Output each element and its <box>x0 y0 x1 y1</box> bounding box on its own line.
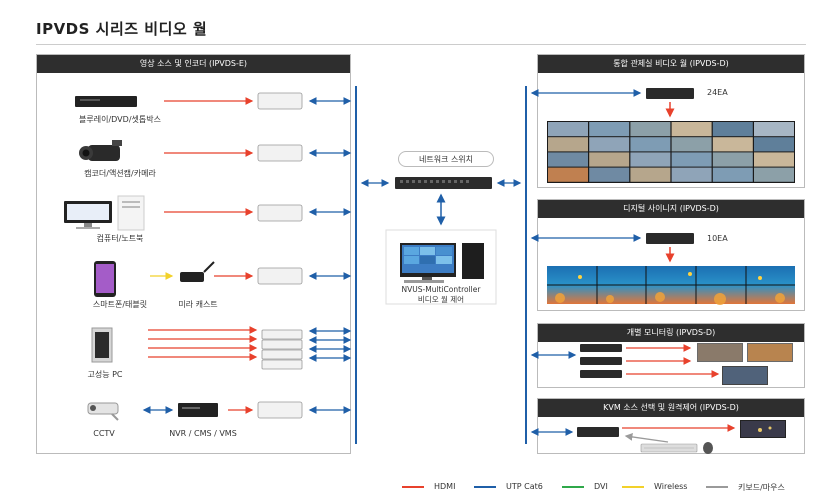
encoder-6 <box>257 401 303 419</box>
source-icons <box>64 96 218 421</box>
encoder-1 <box>257 92 303 110</box>
video-wall-tile <box>630 122 671 137</box>
individual-monitors <box>697 343 793 385</box>
video-wall-tile <box>754 167 794 182</box>
encoder-2 <box>257 144 303 162</box>
legend-keyboard-mouse: 키보드/마우스 <box>738 483 785 492</box>
video-wall-tile <box>671 152 712 167</box>
legend-utp: UTP Cat6 <box>506 482 543 491</box>
video-wall-tile <box>712 167 753 182</box>
legend-hdmi: HDMI <box>434 482 456 491</box>
signage-panel-title: 디지털 사이니지 (IPVDS-D) <box>538 200 804 218</box>
source-label-computer: 컴퓨터/노트북 <box>96 234 144 243</box>
video-wall-tile <box>754 122 794 137</box>
mirror-cast-label: 미라 캐스트 <box>178 300 218 309</box>
camcorder-icon <box>79 140 122 161</box>
decoder-kvm <box>577 427 619 437</box>
video-wall-tile <box>589 122 630 137</box>
digital-signage-wall <box>547 266 795 305</box>
decoder-devices <box>577 88 694 437</box>
kvm-monitor <box>740 420 786 438</box>
controller-workstation-icon <box>400 243 484 283</box>
decoder-signage <box>646 233 694 244</box>
computer-icon <box>64 195 145 231</box>
video-wall-tile <box>589 167 630 182</box>
controller-label-line1: NVUS-MultiController <box>401 285 481 294</box>
video-wall-tile <box>630 137 671 152</box>
bluray-player-icon <box>75 96 137 107</box>
video-wall-tile <box>671 122 712 137</box>
decoder-monitor-2 <box>580 357 622 365</box>
video-wall-tile <box>548 167 588 182</box>
video-wall-tile <box>589 137 630 152</box>
nvr-label: NVR / CMS / VMS <box>169 429 237 438</box>
encoder-5b <box>261 339 303 350</box>
encoder-devices <box>257 92 303 419</box>
video-wall-tile <box>671 137 712 152</box>
miracast-dongle-icon <box>180 261 215 282</box>
video-wall-tile <box>671 167 712 182</box>
page-title: IPVDS 시리즈 비디오 월 <box>36 20 208 38</box>
video-wall-tile <box>630 167 671 182</box>
network-switch-label: 네트워크 스위치 <box>398 151 494 167</box>
video-wall-tile <box>712 137 753 152</box>
video-wall-tile <box>589 152 630 167</box>
source-label-bluray: 블루레이/DVD/셋톱박스 <box>79 115 161 124</box>
encoder-utp-connections <box>308 97 352 414</box>
hdmi-connections <box>148 97 258 414</box>
tower-pc-icon <box>91 327 113 363</box>
source-label-cctv: CCTV <box>93 429 115 438</box>
smartphone-icon <box>94 261 116 297</box>
kvm-panel-title: KVM 소스 선택 및 원격제어 (IPVDS-D) <box>538 399 804 417</box>
title-divider <box>36 44 806 45</box>
legend-wireless: Wireless <box>654 482 688 491</box>
control-room-panel-title: 통합 관제실 비디오 월 (IPVDS-D) <box>538 55 804 73</box>
video-wall-tile <box>548 152 588 167</box>
encoder-3 <box>257 204 303 222</box>
monitoring-panel-title: 개별 모니터링 (IPVDS-D) <box>538 324 804 342</box>
source-label-smartphone: 스마트폰/태블릿 <box>92 300 148 309</box>
wall-decoder-count: 24EA <box>707 88 728 97</box>
kvm-panel: KVM 소스 선택 및 원격제어 (IPVDS-D) <box>537 398 805 454</box>
encoder-5c <box>261 349 303 360</box>
legend-dvi: DVI <box>594 482 608 491</box>
kvm-input-link <box>624 433 669 443</box>
mouse-icon <box>703 442 713 454</box>
video-wall-tile <box>754 137 794 152</box>
decoder-utp-connections <box>530 89 642 436</box>
decoder-wall <box>646 88 694 99</box>
video-wall-tile <box>712 122 753 137</box>
decoder-monitor-1 <box>580 344 622 352</box>
encoder-5d <box>261 359 303 370</box>
network-switch-icon <box>395 177 492 189</box>
cctv-camera-icon <box>87 402 119 421</box>
decoder-monitor-3 <box>580 370 622 378</box>
video-wall-tile <box>712 152 753 167</box>
nvr-device-icon <box>178 403 218 417</box>
keyboard-icon <box>640 443 698 453</box>
control-room-video-wall <box>547 121 795 183</box>
video-wall-tile <box>754 152 794 167</box>
encoder-5a <box>261 329 303 340</box>
source-panel: 영상 소스 및 인코더 (IPVDS-E) <box>36 54 351 454</box>
encoder-4 <box>257 267 303 285</box>
video-wall-tile <box>548 122 588 137</box>
source-panel-title: 영상 소스 및 인코더 (IPVDS-E) <box>37 55 350 73</box>
controller-label-line2: 비디오 월 제어 <box>417 295 465 304</box>
video-wall-tile <box>548 137 588 152</box>
source-label-camcorder: 캠코더/액션캠/카메라 <box>84 169 156 178</box>
signage-decoder-count: 10EA <box>707 234 728 243</box>
video-wall-tile <box>630 152 671 167</box>
source-label-high-end-pc: 고성능 PC <box>87 370 123 379</box>
